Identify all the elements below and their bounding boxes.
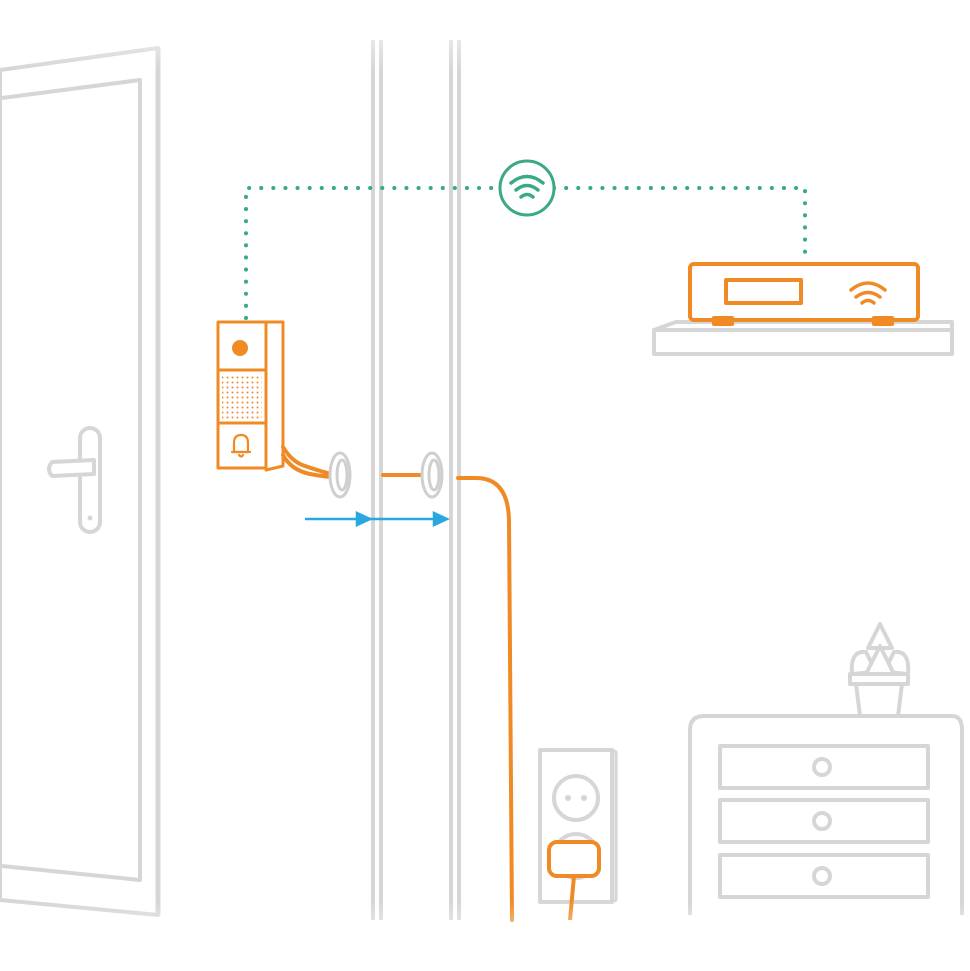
router-display [724,278,803,305]
potted-plant [848,622,911,718]
router-wifi-icon [849,281,887,305]
dresser-drawer-2 [718,798,930,844]
door-handle-lever [47,458,96,478]
drawer-knob-1 [812,757,832,777]
wifi-connection [244,159,807,320]
arrow-head-1 [355,511,373,527]
camera-lens [232,340,248,356]
router-foot-right [872,316,894,326]
wifi-router [688,262,920,326]
arrow-head-2 [432,511,450,527]
doorbell-side [264,320,285,472]
door-handle [47,426,102,534]
drawer-knob-3 [812,866,832,886]
door-panel [1,78,142,882]
wifi-icon [509,174,545,199]
bell-icon [230,433,252,458]
wall-shelf [652,320,954,356]
drill-direction-arrows [305,511,450,527]
wall-grommets [328,451,444,499]
grommet-inner-inner [427,458,441,492]
doorbell-unit [216,320,285,472]
shelf-front [652,328,954,356]
door-handle-plate [78,426,102,534]
power-outlet [538,748,618,921]
grommet-outer-inner [335,458,349,492]
wifi-badge-circle [498,159,556,217]
outlet-socket-top [552,774,600,822]
wifi-dotted-line [244,186,807,320]
speaker-grille [222,375,262,419]
drawer-knob-2 [812,811,832,831]
door-keyhole [87,515,93,521]
wall-lines [371,40,461,920]
dresser [688,714,964,915]
cable-to-outlet [456,476,514,922]
socket-hole-right [581,795,587,801]
socket-hole-left [565,795,571,801]
power-adapter [547,840,601,878]
pot-body [854,682,904,718]
router-foot-left [712,316,734,326]
